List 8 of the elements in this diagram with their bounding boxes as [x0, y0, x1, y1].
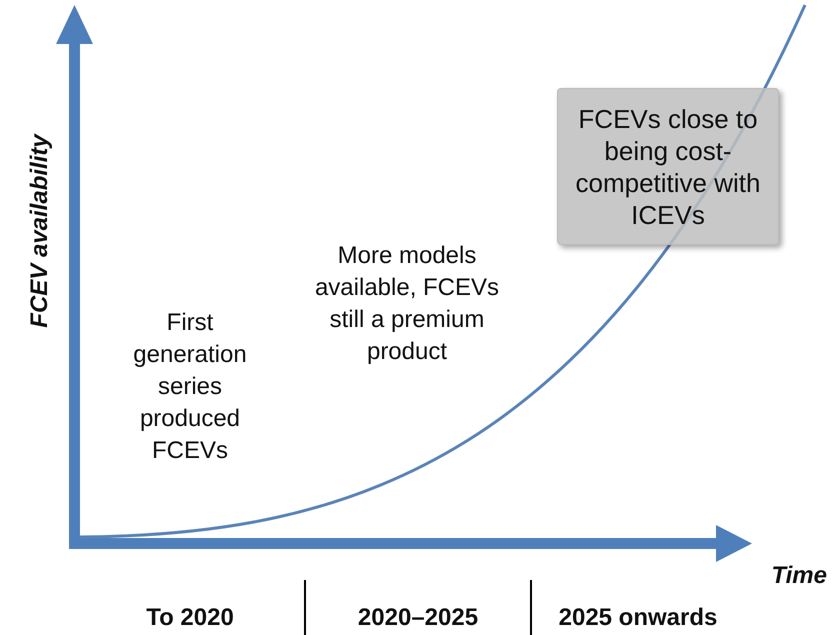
- phase-description: First generation series produced FCEVs: [132, 308, 248, 466]
- period-label: To 2020: [145, 603, 235, 633]
- axis-title: Time: [770, 561, 827, 591]
- period-label: 2025 onwards: [558, 603, 718, 633]
- callout-text: FCEVs close to being cost-competitive with ICEVs: [574, 102, 762, 230]
- axis-title: FCEV availability: [25, 132, 54, 330]
- phase-description: More models available, FCEVs still a premium product: [314, 241, 500, 367]
- period-label: 2020–2025: [356, 603, 480, 633]
